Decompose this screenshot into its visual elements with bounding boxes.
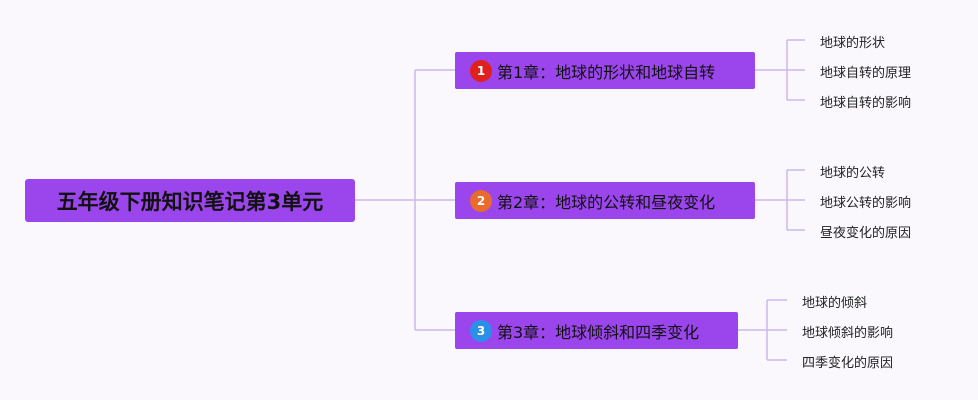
topic-3-3[interactable]: 四季变化的原因: [802, 356, 894, 371]
chapter-2-label: 第2章：地球的公转和昼夜变化: [497, 192, 716, 212]
chapter-node-3[interactable]: 3 第3章：地球倾斜和四季变化: [455, 312, 738, 349]
topic-2-1[interactable]: 地球的公转: [820, 166, 886, 181]
badge-2-icon: 2: [470, 189, 492, 212]
topic-3-1[interactable]: 地球的倾斜: [802, 296, 868, 311]
chapter-1-label: 第1章：地球的形状和地球自转: [497, 62, 716, 82]
topic-2-3[interactable]: 昼夜变化的原因: [820, 226, 912, 241]
chapter-3-label: 第3章：地球倾斜和四季变化: [497, 322, 700, 342]
topic-1-1[interactable]: 地球的形状: [820, 36, 886, 51]
topic-3-2[interactable]: 地球倾斜的影响: [802, 326, 894, 341]
chapter-node-2[interactable]: 2 第2章：地球的公转和昼夜变化: [455, 182, 755, 219]
root-node[interactable]: 五年级下册知识笔记第3单元: [25, 179, 355, 222]
topic-2-2[interactable]: 地球公转的影响: [820, 196, 912, 211]
topic-1-3[interactable]: 地球自转的影响: [820, 96, 912, 111]
chapter-node-1[interactable]: 1 第1章：地球的形状和地球自转: [455, 52, 755, 89]
badge-1-icon: 1: [470, 59, 492, 82]
root-label: 五年级下册知识笔记第3单元: [56, 189, 324, 214]
badge-3-icon: 3: [470, 319, 492, 342]
topic-1-2[interactable]: 地球自转的原理: [820, 66, 912, 81]
